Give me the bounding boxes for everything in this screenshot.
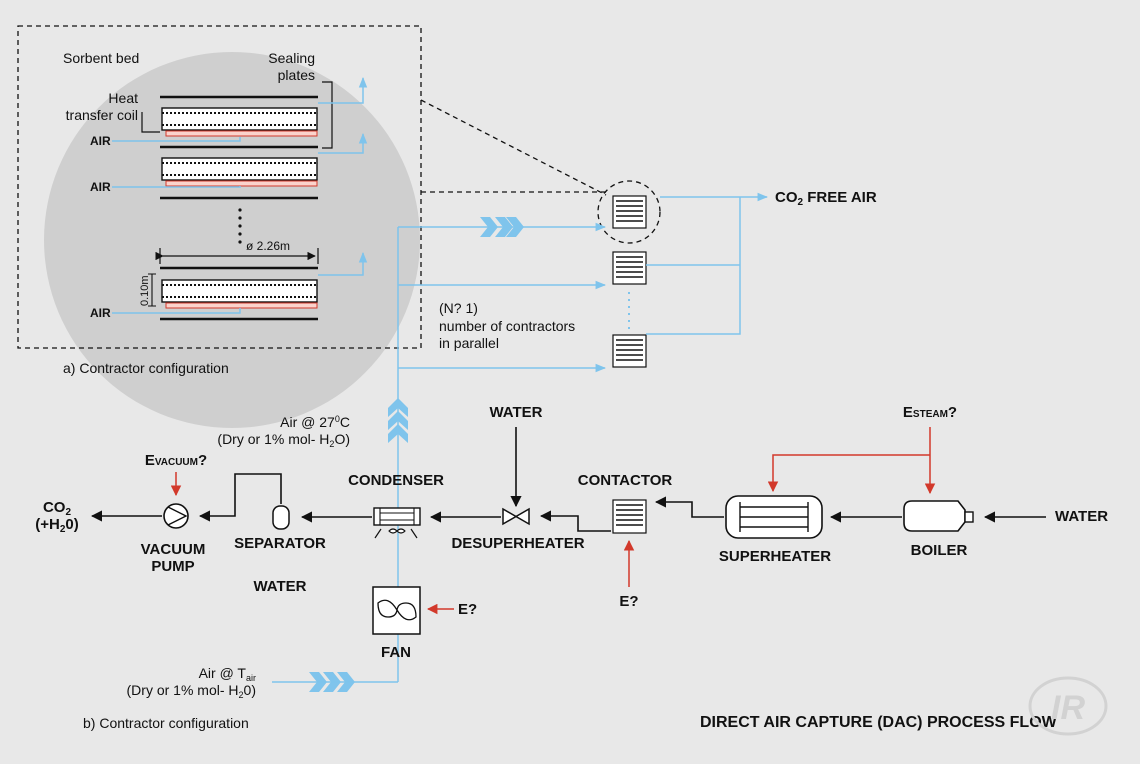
thickness-label: 0.10m (139, 275, 151, 306)
e-contactor-label: E? (619, 593, 638, 610)
air-inlet-label: Air @ Tair (199, 665, 256, 683)
inset-air-out-1 (318, 76, 368, 104)
separator (272, 505, 290, 530)
co2-free-air-label: CO2 FREE AIR (775, 189, 877, 208)
fan-label: FAN (381, 644, 411, 661)
parallel-contactor-1 (612, 195, 647, 229)
inset-air-in-3 (112, 308, 241, 314)
boiler (903, 500, 974, 532)
heat-coil-leader (141, 112, 160, 133)
pump-label: PUMP (151, 558, 194, 575)
desuperheater-valve (502, 507, 530, 526)
caption-b: b) Contractor configuration (83, 715, 249, 731)
desuperheater-label: DESUPERHEATER (451, 535, 584, 552)
sorbent-bed-3 (160, 266, 318, 321)
svg-text:IR: IR (1051, 689, 1085, 727)
co2-out-label-2: (+H20) (35, 516, 79, 535)
heat-coil-label-2: transfer coil (66, 107, 138, 123)
e-steam-to-superheater (767, 454, 930, 493)
condenser (373, 507, 421, 539)
parallel-n-label: (N? 1) (439, 300, 478, 316)
sealing-plates-label-2: plates (278, 67, 315, 83)
parallel-text-1: number of contractors (439, 318, 575, 334)
zoom-circle (597, 180, 661, 244)
diagram-title: DIRECT AIR CAPTURE (DAC) PROCESS FLOW (700, 714, 1058, 731)
superheater-label: SUPERHEATER (719, 548, 831, 565)
separator-to-pump (198, 473, 282, 522)
inset-air-out-2 (318, 132, 368, 154)
inset-air-label-1: AIR (90, 134, 111, 148)
inset-frame (17, 25, 422, 349)
sorbent-bed-label: Sorbent bed (63, 50, 139, 66)
contactor (612, 499, 647, 534)
flow-chevrons-top (480, 217, 524, 237)
water-out-label: WATER (253, 578, 306, 595)
sealing-plates-label-1: Sealing (268, 50, 315, 66)
parallel-contactor-n (612, 334, 647, 368)
superheater-to-contactor (654, 496, 724, 518)
inset-air-label-2: AIR (90, 180, 111, 194)
vacuum-label: VACUUM (141, 541, 206, 558)
flow-chevrons-riser (388, 398, 408, 443)
boiler-label: BOILER (911, 542, 968, 559)
inset-air-label-3: AIR (90, 306, 111, 320)
inset-air-in-1 (112, 137, 241, 142)
separator-label: SEPARATOR (234, 535, 326, 552)
condenser-label: CONDENSER (348, 472, 444, 489)
air-27c-label: Air @ 270C (280, 414, 350, 430)
parallel-contactor-2 (612, 251, 647, 285)
inset-air-out-3 (318, 251, 368, 276)
e-steam-label: ESTEAM? (903, 404, 957, 421)
thickness-dimension (148, 273, 156, 307)
diameter-label: ø 2.26m (246, 239, 290, 253)
water-in-label: WATER (1055, 508, 1108, 525)
inset-highlight-disc (44, 52, 420, 428)
sorbent-bed-2 (160, 157, 318, 200)
e-fan-label: E? (458, 601, 477, 618)
heat-coil-label-1: Heat (108, 90, 138, 106)
sorbent-bed-1 (160, 95, 318, 149)
water-top-label: WATER (489, 404, 542, 421)
vacuum-pump (163, 503, 189, 529)
e-vacuum-label: EVACUUM? (145, 452, 207, 469)
co2-out-label: CO2 (43, 499, 72, 518)
inset-caption: a) Contractor configuration (63, 360, 229, 376)
sealing-plates-bracket (322, 81, 333, 149)
parallel-text-2: in parallel (439, 335, 499, 351)
co2-free-air-collector (646, 196, 741, 335)
air-inlet-humidity: (Dry or 1% mol- H20) (127, 682, 256, 700)
superheater (725, 495, 823, 539)
air-27c-humidity: (Dry or 1% mol- H2O) (217, 431, 350, 449)
contactor-label: CONTACTOR (578, 472, 673, 489)
fan (372, 586, 421, 635)
ir-logo: IR (1028, 676, 1108, 736)
zoom-guide-lines (420, 99, 607, 196)
inset-air-in-2 (112, 186, 241, 188)
bed-ellipsis (238, 208, 242, 244)
contactor-to-desuperheater (539, 510, 611, 532)
